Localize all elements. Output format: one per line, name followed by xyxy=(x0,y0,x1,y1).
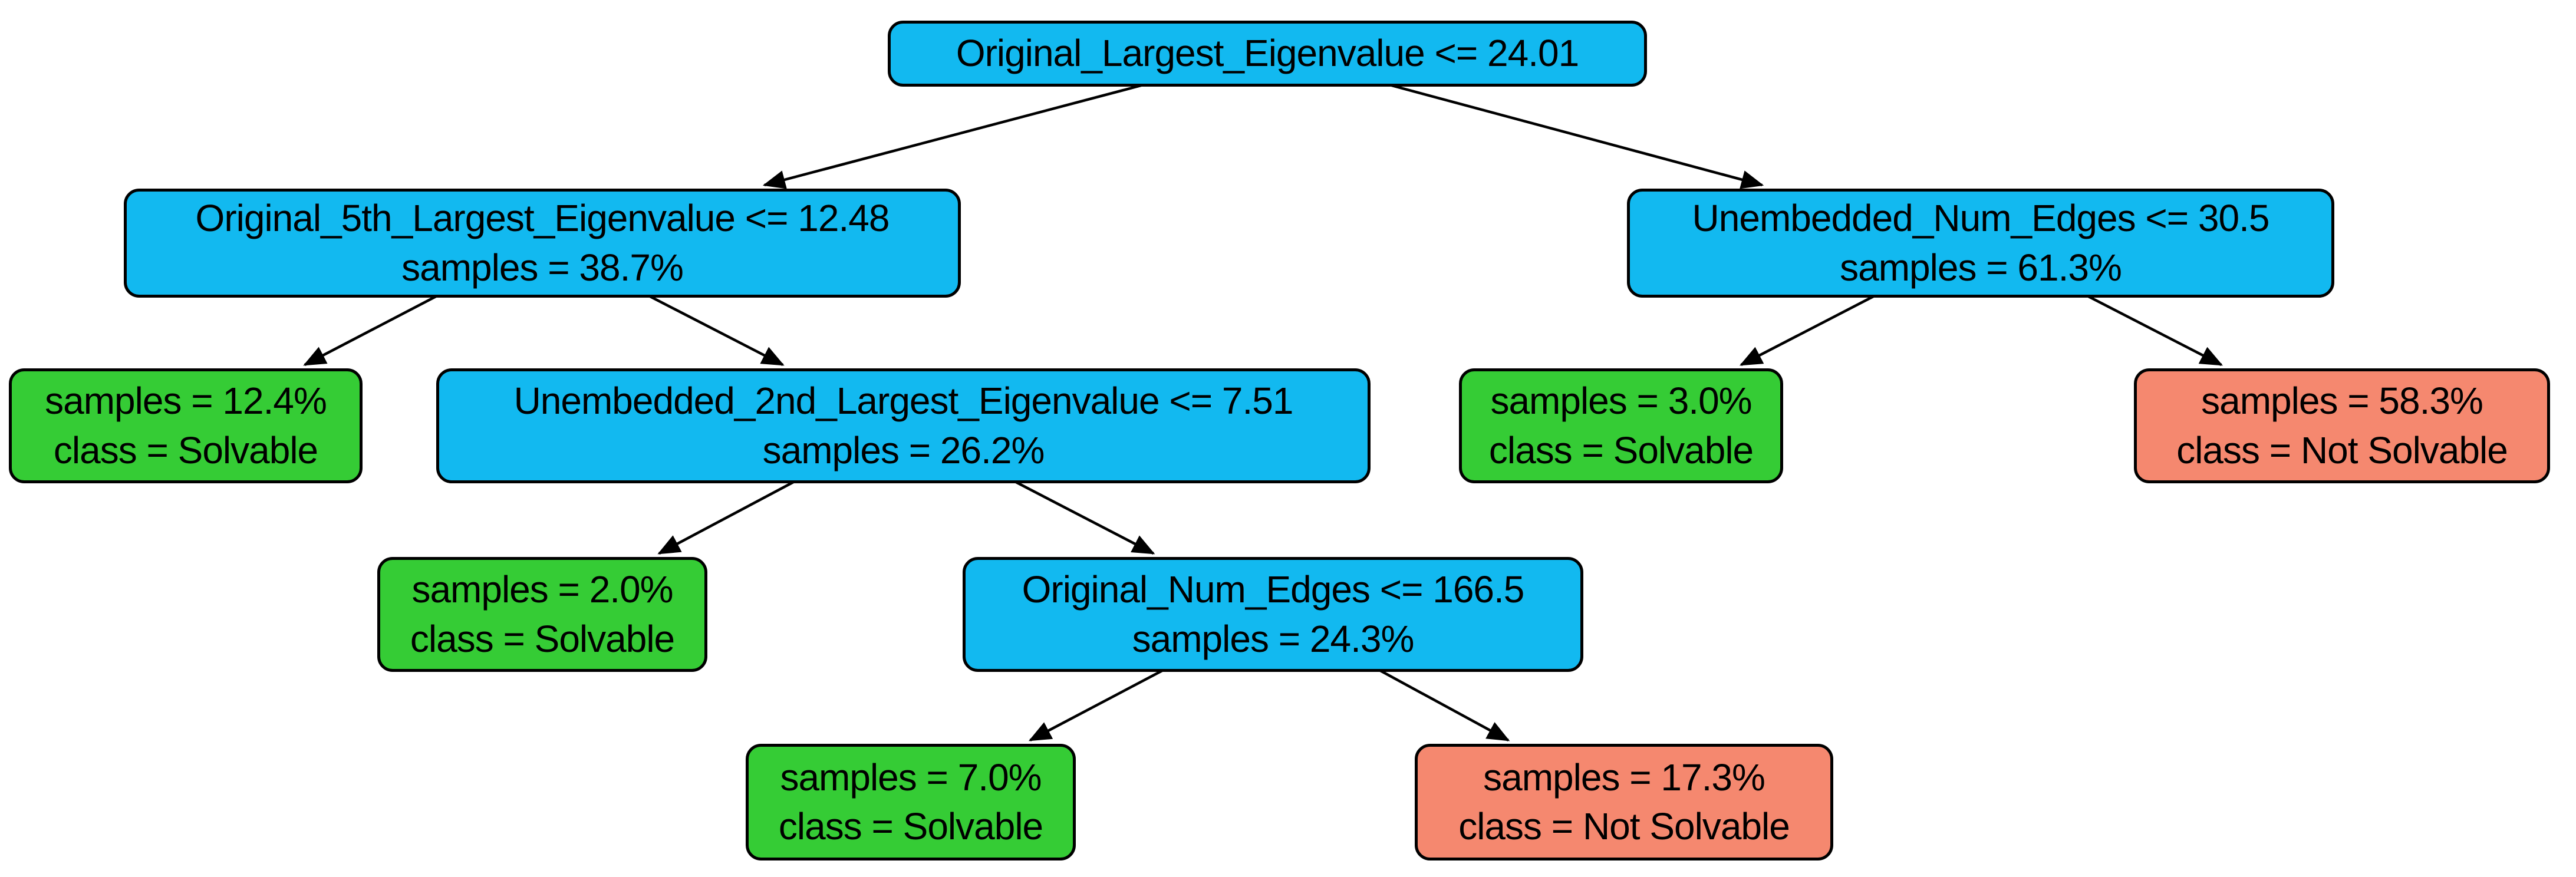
tree-node-leaf_3_0: samples = 3.0% class = Solvable xyxy=(1459,368,1783,483)
node-label-line: samples = 26.2% xyxy=(762,428,1045,472)
node-label-line: samples = 24.3% xyxy=(1132,617,1415,660)
tree-edge-eig5-leaf_12_4 xyxy=(303,295,437,366)
node-label-line: class = Solvable xyxy=(778,805,1043,848)
tree-node-root: Original_Largest_Eigenvalue <= 24.01 xyxy=(888,21,1647,87)
tree-node-leaf_17_3: samples = 17.3% class = Not Solvable xyxy=(1415,744,1833,860)
tree-edge-root-eig5 xyxy=(762,84,1142,189)
tree-node-leaf_12_4: samples = 12.4% class = Solvable xyxy=(9,368,363,483)
node-label-line: Unembedded_Num_Edges <= 30.5 xyxy=(1692,197,2270,240)
node-label-line: samples = 3.0% xyxy=(1490,380,1752,423)
node-label-line: samples = 38.7% xyxy=(401,246,684,289)
node-label-line: class = Solvable xyxy=(410,617,675,660)
node-label-line: Original_Largest_Eigenvalue <= 24.01 xyxy=(956,32,1579,75)
node-label-line: samples = 17.3% xyxy=(1483,756,1765,799)
node-label-line: class = Solvable xyxy=(53,428,318,472)
tree-edge-orig_edges-leaf_7_0 xyxy=(1028,670,1163,741)
node-label-line: Original_5th_Largest_Eigenvalue <= 12.48 xyxy=(195,197,890,240)
tree-edge-unemb_edges-leaf_58_3 xyxy=(2087,295,2223,367)
node-label-line: samples = 2.0% xyxy=(411,568,673,611)
tree-edge-root-unemb_edges xyxy=(1391,84,1764,189)
tree-edge-eig5-unemb_2nd xyxy=(649,295,785,367)
tree-node-unemb_2nd: Unembedded_2nd_Largest_Eigenvalue <= 7.5… xyxy=(436,368,1371,483)
node-label-line: samples = 12.4% xyxy=(45,380,327,423)
tree-edge-unemb_edges-leaf_3_0 xyxy=(1739,295,1875,366)
tree-node-eig5: Original_5th_Largest_Eigenvalue <= 12.48… xyxy=(124,189,961,298)
tree-node-leaf_2_0: samples = 2.0% class = Solvable xyxy=(377,557,707,672)
node-label-line: Original_Num_Edges <= 166.5 xyxy=(1022,568,1525,611)
tree-node-unemb_edges: Unembedded_Num_Edges <= 30.5 samples = 61… xyxy=(1627,189,2334,298)
tree-node-leaf_58_3: samples = 58.3% class = Not Solvable xyxy=(2134,368,2550,483)
node-label-line: Unembedded_2nd_Largest_Eigenvalue <= 7.5… xyxy=(513,380,1294,423)
node-label-line: class = Not Solvable xyxy=(1458,805,1790,848)
tree-edge-group xyxy=(303,84,2223,741)
node-label-line: class = Not Solvable xyxy=(2176,428,2508,472)
node-label-line: samples = 58.3% xyxy=(2201,380,2483,423)
node-label-line: samples = 7.0% xyxy=(780,756,1042,799)
node-label-line: class = Solvable xyxy=(1488,428,1754,472)
tree-node-leaf_7_0: samples = 7.0% class = Solvable xyxy=(746,744,1076,860)
tree-edge-unemb_2nd-leaf_2_0 xyxy=(657,481,794,555)
node-label-line: samples = 61.3% xyxy=(1840,246,2122,289)
tree-edge-unemb_2nd-orig_edges xyxy=(1015,481,1155,555)
tree-node-orig_edges: Original_Num_Edges <= 166.5 samples = 24.… xyxy=(963,557,1583,672)
tree-edge-orig_edges-leaf_17_3 xyxy=(1379,670,1510,741)
